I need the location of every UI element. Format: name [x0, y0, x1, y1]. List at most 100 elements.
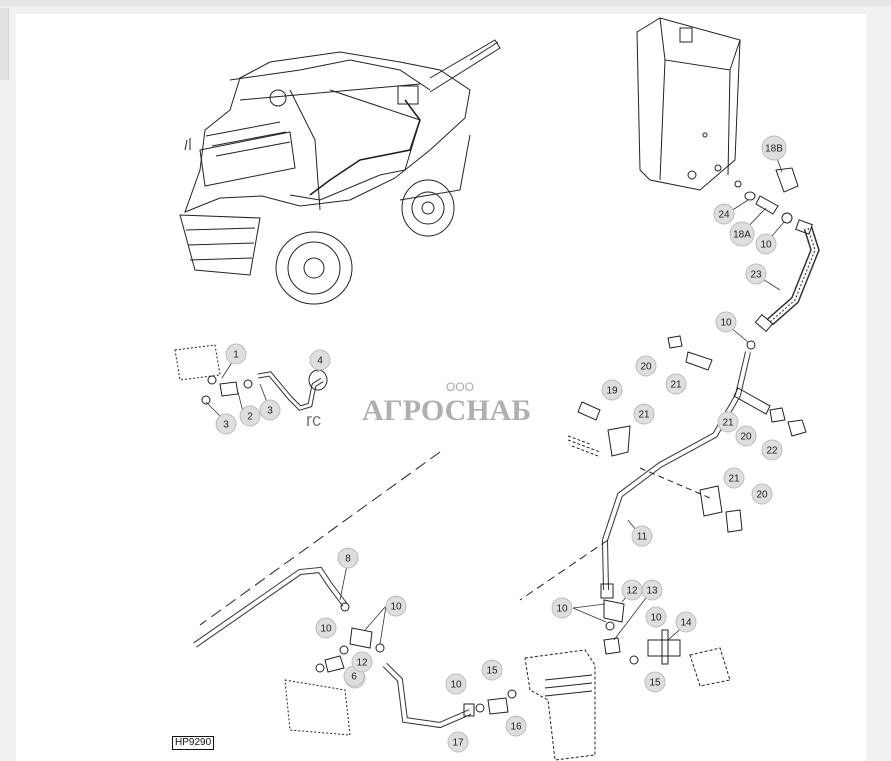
callout-label: 4 [317, 356, 323, 367]
callout-bubble [239, 405, 261, 427]
pipe-17 [382, 662, 475, 729]
callout-bubble [225, 343, 247, 365]
fitting-12-left [349, 627, 373, 649]
callout-bubble [351, 651, 373, 673]
callout-label: 1 [233, 350, 239, 361]
wheel-front [275, 231, 353, 305]
callout-label: 20 [756, 490, 768, 501]
callout-group: 1233456810101010101010111212131415151617… [215, 135, 787, 753]
fitting-18a [755, 195, 779, 215]
callout-bubble [635, 355, 657, 377]
watermark-prefix: ООО [446, 380, 475, 394]
callout-bubble [385, 595, 407, 617]
callout-label: 12 [626, 586, 638, 597]
callout-label: 21 [728, 474, 740, 485]
clamp-left [577, 401, 631, 457]
wheel-rear [401, 179, 455, 237]
fitting-18b [775, 167, 799, 193]
callout-bubble [505, 715, 527, 737]
diagram-canvas [16, 14, 866, 761]
callout-bubble [215, 413, 237, 435]
callout-label: 17 [452, 738, 464, 749]
callout-label: 10 [650, 613, 662, 624]
callout-bubble [644, 671, 666, 693]
callout-bubble [717, 411, 739, 433]
clamp-lower [699, 485, 743, 533]
callout-label: 21 [722, 418, 734, 429]
combine-illustration [179, 39, 501, 276]
filter-canister [524, 649, 596, 761]
callout-label: 24 [718, 210, 730, 221]
callout-bubble [447, 731, 469, 753]
clamp-right [733, 387, 807, 437]
fitting-16 [487, 697, 509, 715]
callout-bubble [723, 467, 745, 489]
callout-label: 3 [223, 420, 229, 431]
callout-bubble [729, 221, 755, 247]
callout-bubble [755, 233, 777, 255]
callout-label: 23 [750, 270, 762, 281]
callout-label: 11 [637, 532, 648, 543]
callout-label: 10 [390, 602, 402, 613]
callout-bubble [601, 379, 623, 401]
hydraulic-tank [636, 17, 742, 191]
top-bar [0, 0, 891, 6]
watermark-fragment: rc [306, 410, 321, 430]
callout-label: 18A [733, 230, 751, 241]
callout-label: 10 [556, 604, 568, 615]
callout-label: 15 [649, 678, 661, 689]
cap-13 [603, 637, 621, 655]
hose-23 [754, 219, 820, 333]
callout-label: 10 [720, 318, 732, 329]
callout-bubble [445, 673, 467, 695]
callout-bubble [631, 525, 653, 547]
callout-bubble [551, 597, 573, 619]
tee-14 [647, 629, 681, 665]
callout-bubble [645, 606, 667, 628]
callout-bubble [309, 349, 331, 371]
callout-bubble [715, 311, 737, 333]
fitting-12-right [603, 599, 625, 623]
watermark-company-name: АГРОСНАБ [362, 394, 532, 427]
callout-label: 10 [760, 240, 772, 251]
callout-label: 22 [766, 446, 778, 457]
callout-bubble [315, 617, 337, 639]
callout-bubble [761, 439, 783, 461]
pipe-11 [600, 351, 751, 599]
callout-bubble [481, 659, 503, 681]
callout-bubble [751, 483, 773, 505]
fitting-6 [324, 655, 345, 673]
callout-label: 14 [680, 618, 692, 629]
callout-label: 13 [646, 586, 658, 597]
callout-label: 21 [670, 380, 682, 391]
callout-label: 20 [740, 432, 752, 443]
left-pipe-assembly [174, 344, 328, 411]
callout-label: 8 [345, 554, 351, 565]
callout-bubble [713, 203, 735, 225]
o-ring-24 [744, 191, 756, 201]
figure-id-label: HP9290 [172, 736, 215, 750]
callout-bubble [633, 403, 655, 425]
callout-bubble [665, 373, 687, 395]
callout-bubble [735, 425, 757, 447]
clamp-top [667, 335, 713, 371]
callout-bubble [745, 263, 767, 285]
callout-label: 18B [765, 144, 783, 155]
callout-bubble [641, 579, 663, 601]
o-ring-10-top [781, 212, 793, 224]
callout-bubble [761, 135, 787, 161]
callout-label: 15 [486, 666, 498, 677]
left-edge-panel [0, 8, 9, 80]
callout-label: 21 [638, 410, 650, 421]
callout-label: 2 [247, 412, 253, 423]
callout-label: 6 [351, 672, 357, 683]
pipe-8 [193, 566, 350, 648]
callout-label: 3 [267, 406, 273, 417]
callout-label: 16 [510, 722, 522, 733]
callout-label: 10 [320, 624, 332, 635]
callout-label: 12 [356, 658, 368, 669]
harness-line [309, 99, 421, 196]
callout-label: 10 [450, 680, 462, 691]
callout-label: 20 [640, 362, 652, 373]
